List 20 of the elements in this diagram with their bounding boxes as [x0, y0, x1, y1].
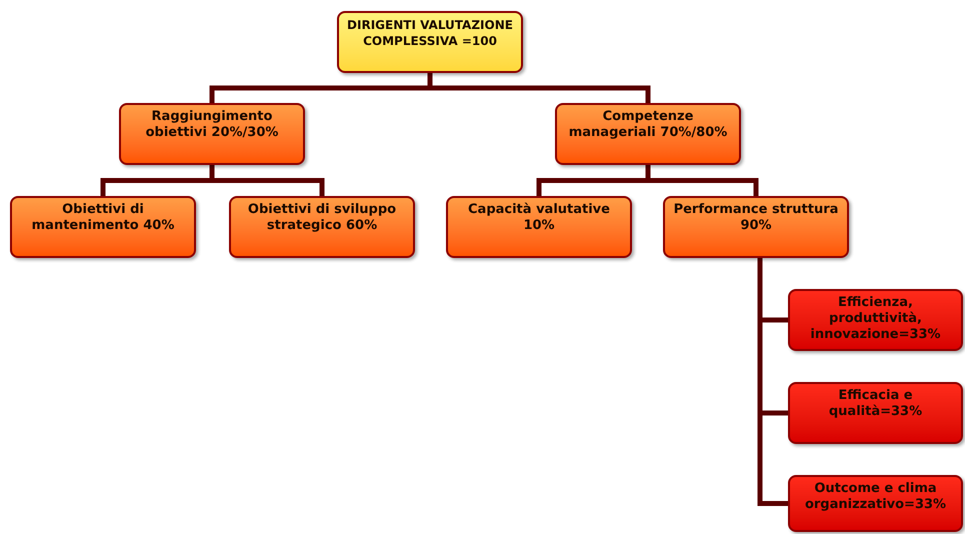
- box-label: Obiettivi di sviluppo strategico 60%: [246, 202, 398, 234]
- box-label: Efficacia e qualità=33%: [828, 388, 924, 420]
- org-box: [229, 196, 415, 258]
- box-label: Capacità valutative 10%: [467, 202, 611, 234]
- org-box: [788, 289, 963, 351]
- org-box: [446, 196, 632, 258]
- box-label: Efficienza, produttività, innovazione=33%: [809, 295, 942, 343]
- box-label: Raggiungimento obiettivi 20%/30%: [144, 109, 280, 141]
- org-box: [119, 103, 305, 165]
- box-label: DIRIGENTI VALUTAZIONE COMPLESSIVA =100: [346, 17, 514, 49]
- org-box: [555, 103, 741, 165]
- box-label: Competenze manageriali 70%/80%: [568, 109, 728, 141]
- org-box: [10, 196, 196, 258]
- box-label: Obiettivi di mantenimento 40%: [30, 202, 176, 234]
- org-box: [788, 382, 963, 444]
- org-box: [663, 196, 849, 258]
- org-box: [337, 11, 523, 73]
- org-box: [788, 475, 963, 532]
- box-label: Performance struttura 90%: [672, 202, 840, 234]
- box-label: Outcome e clima organizzativo=33%: [804, 481, 948, 513]
